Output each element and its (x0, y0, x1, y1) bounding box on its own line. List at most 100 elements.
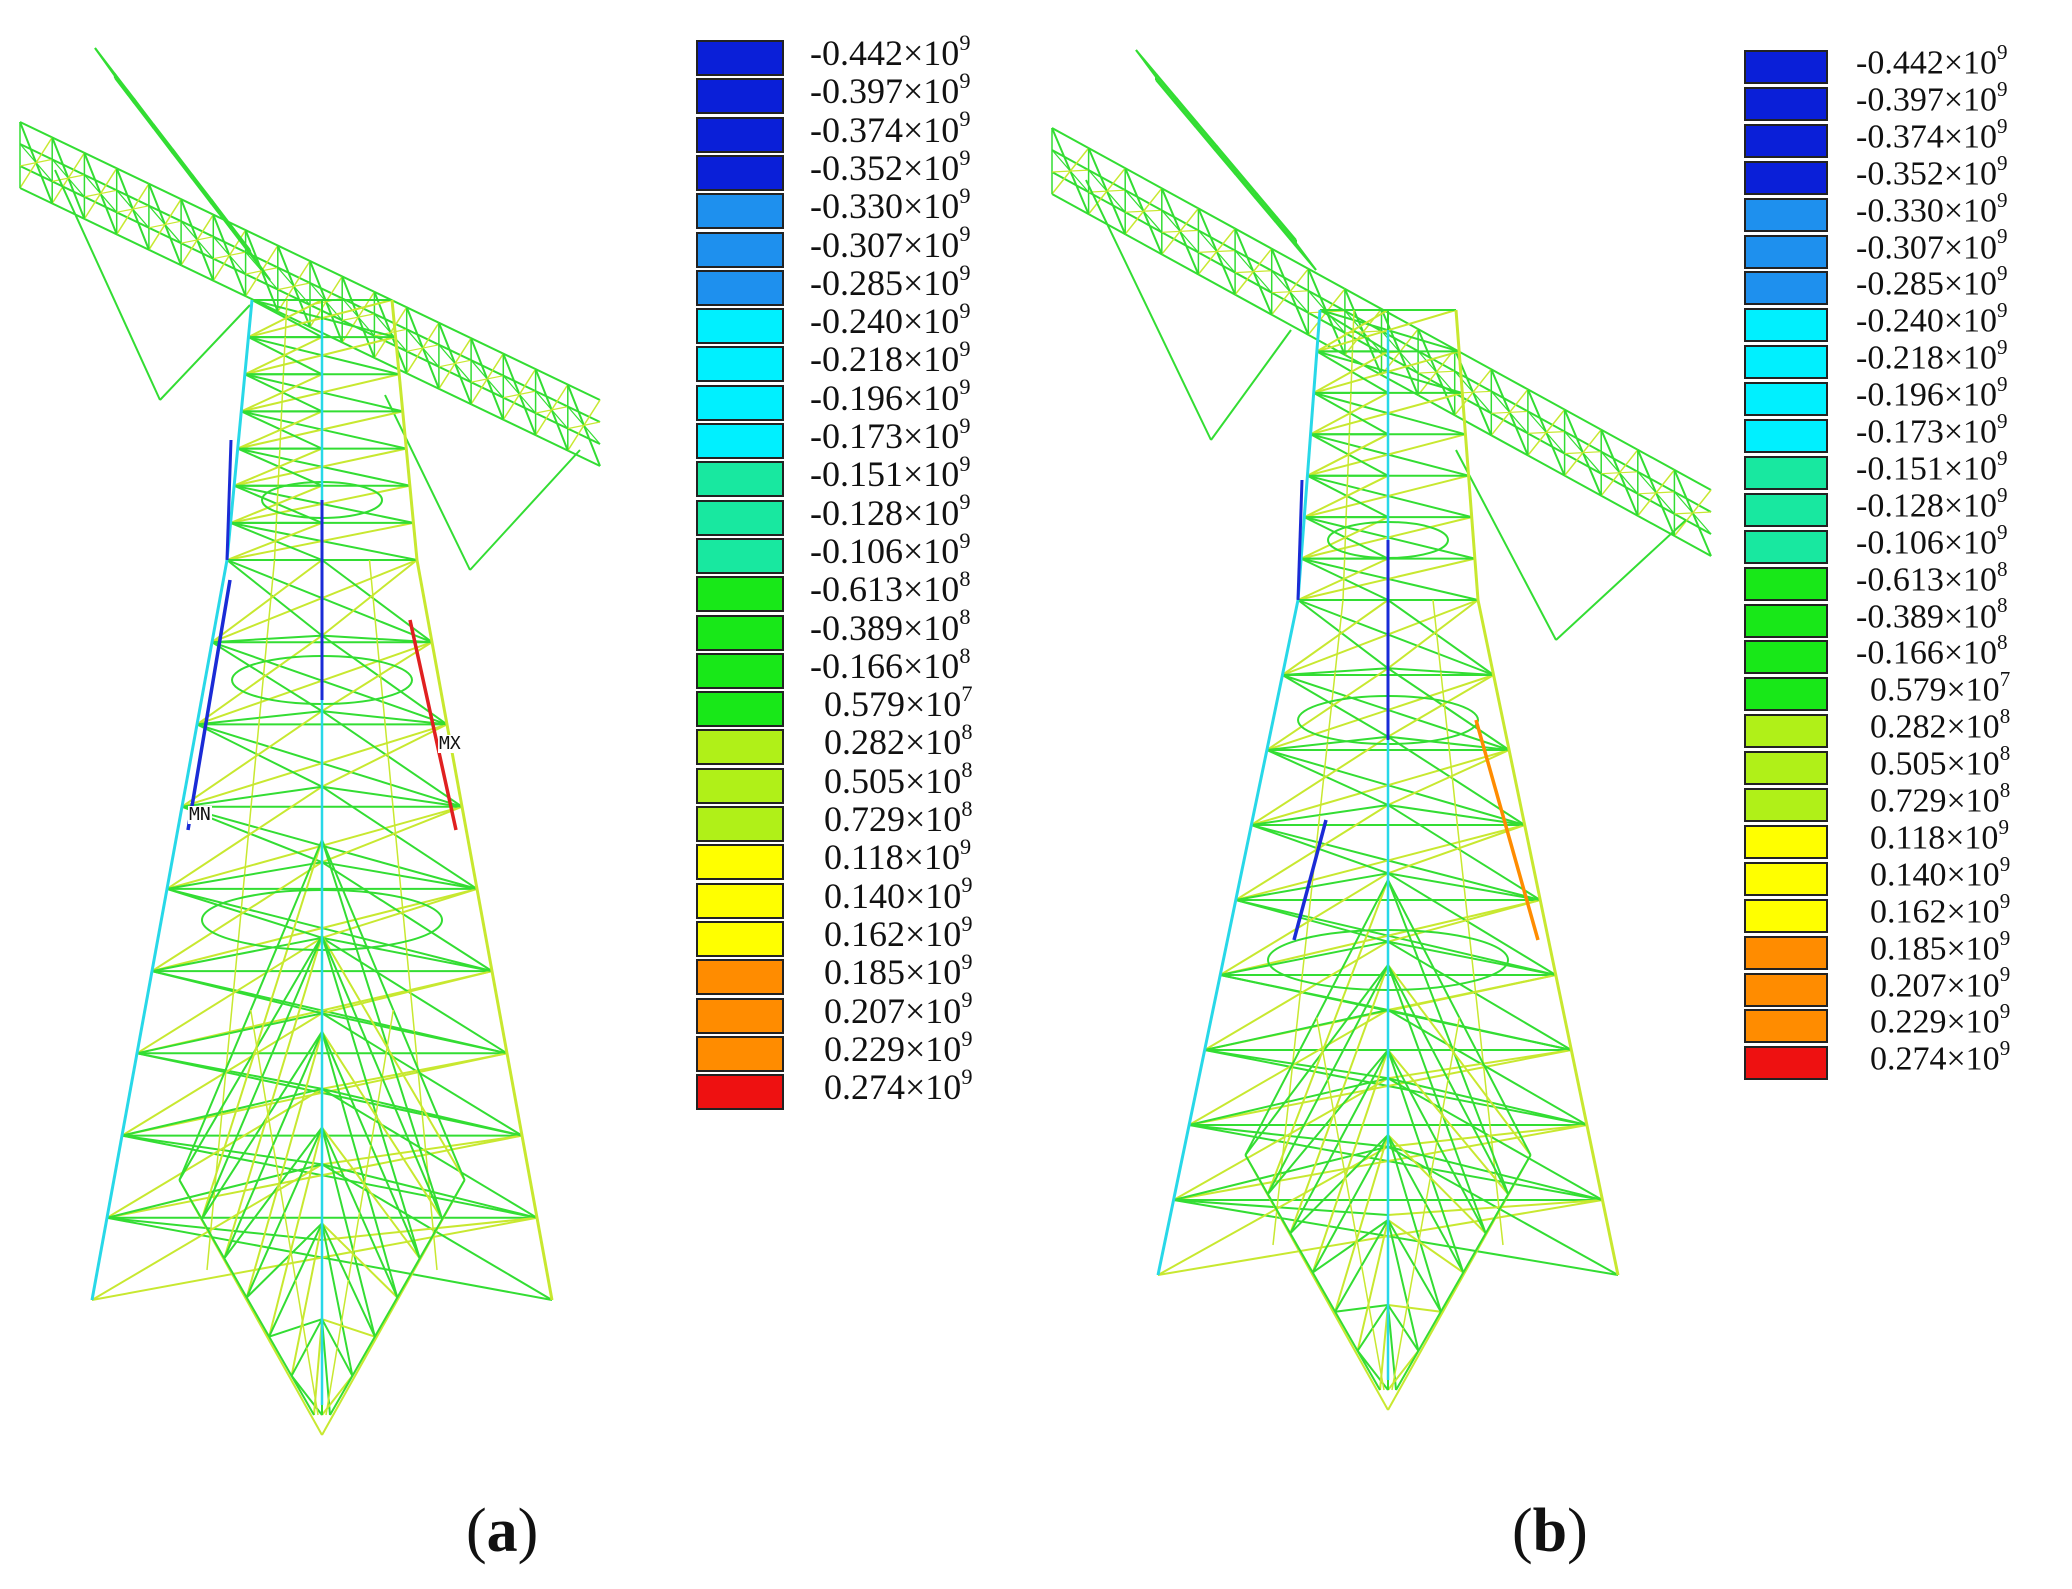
legend-entry: 0.729×108 (696, 797, 1036, 844)
legend-exponent: 8 (1999, 741, 2011, 765)
truss-member (1486, 1101, 1496, 1174)
truss-member (172, 153, 194, 180)
truss-member (166, 805, 463, 890)
truss-member (268, 1222, 323, 1338)
truss-member (114, 77, 136, 104)
legend-times: ×10 (903, 416, 960, 456)
truss-member (258, 638, 268, 718)
legend-times: ×10 (903, 377, 960, 418)
legend-exponent: 9 (1997, 187, 2008, 212)
legend-entry: -0.240×109 (1744, 300, 2072, 346)
legend-entry: 0.282×108 (696, 721, 1036, 767)
truss-member (1219, 899, 1541, 976)
legend-times: ×10 (1943, 265, 1998, 303)
legend-swatch (1744, 603, 1828, 638)
legend-label: 0.729×108 (1870, 779, 2010, 818)
legend-exponent: 9 (1999, 925, 2011, 950)
truss-member (1289, 964, 1389, 1234)
legend-label: 0.207×109 (824, 989, 972, 1031)
truss-member (210, 198, 232, 226)
legend-times: ×10 (1943, 339, 1998, 377)
truss-member (136, 1052, 323, 1090)
legend-label: 0.140×109 (824, 874, 972, 914)
truss-member (247, 299, 323, 338)
legend-times: ×10 (903, 492, 960, 533)
legend-times: ×10 (1943, 81, 1998, 119)
truss-member (1304, 474, 1469, 519)
truss-member (438, 359, 472, 368)
legend-label: -0.374×109 (1856, 115, 2008, 154)
legend-times: ×10 (1943, 155, 1998, 193)
legend-label: 0.579×107 (1870, 669, 2010, 707)
legend-times: ×10 (1946, 893, 2000, 931)
truss-member (133, 102, 155, 130)
legend-swatch (1744, 898, 1828, 933)
truss-member (470, 375, 504, 383)
truss-member (1275, 221, 1297, 247)
legend-exponent: 8 (961, 795, 973, 821)
legend-label: 0.185×109 (824, 950, 972, 993)
truss-member (191, 178, 213, 205)
legend-mantissa: -0.106 (1856, 524, 1944, 562)
tower-wireframe-a (19, 47, 601, 1436)
truss-member (415, 559, 554, 1301)
legend-mantissa: -0.389 (810, 607, 903, 648)
truss-member (321, 1318, 376, 1338)
legend-times: ×10 (1943, 413, 1998, 451)
truss-member (272, 1144, 286, 1213)
legend-times: ×10 (905, 722, 962, 763)
legend-label: -0.151×109 (1856, 447, 2008, 486)
truss-member (230, 228, 252, 256)
marker-min: MN (188, 804, 212, 825)
legend-label: -0.106×109 (1856, 521, 2008, 562)
legend-entry: 0.185×109 (696, 950, 1036, 997)
legend-label: 0.140×109 (1870, 853, 2010, 894)
truss-member (1372, 1327, 1385, 1391)
legend-times: ×10 (903, 339, 960, 380)
legend-label: -0.151×109 (810, 452, 970, 492)
truss-member (1349, 1203, 1363, 1266)
truss-member (1235, 804, 1389, 901)
panel-a: MX MN -0.442×109-0.397×109-0.374×109-0.3… (19, 31, 1036, 1562)
truss-member (325, 1347, 338, 1416)
truss-member (1175, 96, 1197, 122)
legend-entry: -0.285×109 (1744, 263, 2072, 309)
legend-swatch (1744, 640, 1828, 675)
legend-swatch (696, 78, 784, 115)
truss-member (1175, 103, 1197, 129)
legend-mantissa: -0.166 (810, 645, 903, 686)
truss-member (1387, 964, 1532, 1156)
truss-member (1266, 879, 1389, 1195)
truss-member (321, 710, 463, 808)
truss-member (1266, 749, 1389, 806)
truss-member (200, 839, 323, 1220)
truss-member (1088, 189, 1126, 193)
legend-times: ×10 (1946, 856, 2000, 894)
truss-member (1348, 392, 1352, 435)
truss-member (275, 485, 279, 523)
legend-times: ×10 (905, 952, 962, 993)
truss-member (1346, 434, 1351, 476)
truss-member (90, 559, 229, 1301)
truss-member (1387, 1145, 1619, 1276)
legend-mantissa: 0.207 (824, 990, 905, 1031)
legend-entry: 0.229×109 (696, 1027, 1036, 1074)
legend-label: 0.229×109 (824, 1027, 972, 1067)
legend-mantissa: -0.106 (810, 530, 903, 571)
legend-swatch (696, 614, 784, 651)
legend-exponent: 7 (1999, 667, 2011, 692)
legend-entry: 0.274×109 (1744, 1038, 2072, 1084)
legend-label: -0.374×109 (810, 108, 970, 148)
truss-member (181, 710, 323, 808)
truss-member (1555, 519, 1687, 641)
truss-member (1255, 198, 1277, 224)
truss-member (1271, 290, 1309, 294)
truss-member (200, 1031, 323, 1220)
legend-swatch (1744, 271, 1828, 306)
truss-member (321, 1127, 376, 1337)
truss-member (1527, 431, 1565, 434)
caption-letter-b: b (1532, 1497, 1568, 1565)
truss-member (1250, 735, 1389, 826)
legend-label: -0.166×108 (1856, 632, 2008, 670)
truss-member (1315, 1017, 1329, 1080)
